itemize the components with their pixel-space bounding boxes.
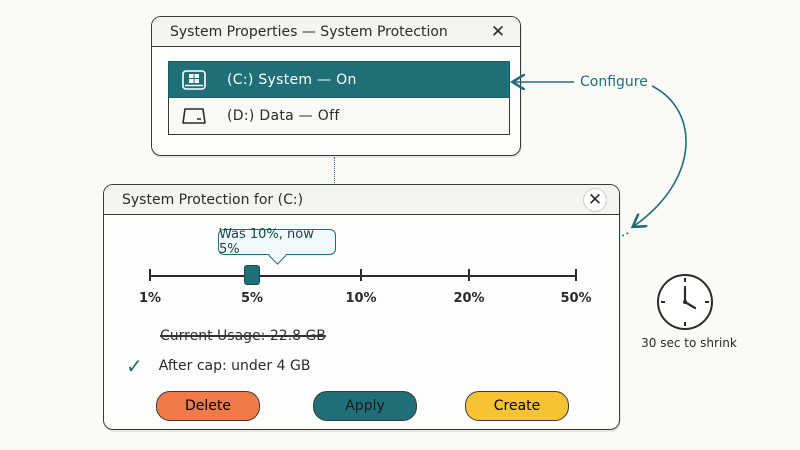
apply-button[interactable]: Apply — [313, 391, 417, 421]
tick-label-1: 1% — [138, 291, 162, 306]
slider-tick — [575, 269, 577, 281]
drive-list: (C:) System — On (D:) Data — Off — [168, 61, 510, 135]
window-title: System Properties — System Protection — [170, 23, 448, 40]
system-properties-window: System Properties — System Protection ✕ … — [151, 16, 521, 156]
checkmark-icon: ✓ — [126, 354, 143, 378]
hard-drive-icon — [181, 106, 209, 126]
system-protection-titlebar: System Protection for (C:) ✕ — [104, 185, 619, 215]
drive-item-c[interactable]: (C:) System — On — [168, 61, 510, 98]
system-protection-window: System Protection for (C:) ✕ Was 10%, no… — [103, 184, 620, 430]
system-properties-titlebar: System Properties — System Protection ✕ — [152, 17, 520, 47]
drive-label-c: (C:) System — On — [227, 71, 357, 88]
current-usage-text: Current Usage: 22.8 GB — [160, 328, 326, 344]
window-title: System Protection for (C:) — [122, 191, 304, 208]
slider-tooltip: Was 10%, now 5% — [218, 227, 336, 257]
slider-tick — [360, 269, 362, 281]
curved-arrow — [634, 85, 687, 226]
after-cap-text: After cap: under 4 GB — [158, 358, 311, 374]
create-button[interactable]: Create — [465, 391, 569, 421]
dotted-link — [621, 231, 631, 237]
delete-button[interactable]: Delete — [156, 391, 260, 421]
drive-label-d: (D:) Data — Off — [227, 108, 340, 124]
windows-drive-icon — [181, 69, 209, 90]
tick-label-50: 50% — [560, 291, 592, 306]
drive-item-d[interactable]: (D:) Data — Off — [168, 98, 510, 135]
slider-track[interactable] — [150, 275, 576, 277]
clock-icon — [655, 272, 715, 332]
close-icon[interactable]: ✕ — [490, 22, 506, 42]
configure-annotation: Configure — [580, 74, 648, 90]
timer-label: 30 sec to shrink — [641, 336, 737, 350]
close-icon[interactable]: ✕ — [583, 188, 607, 212]
window-connector — [334, 157, 335, 183]
slider-tick — [468, 269, 470, 281]
slider-thumb[interactable] — [244, 265, 260, 285]
tick-label-5: 5% — [240, 291, 264, 306]
tick-label-20: 20% — [453, 291, 485, 306]
after-cap-row: ✓ After cap: under 4 GB — [126, 354, 310, 378]
tick-label-10: 10% — [345, 291, 377, 306]
slider-tick — [149, 269, 151, 281]
